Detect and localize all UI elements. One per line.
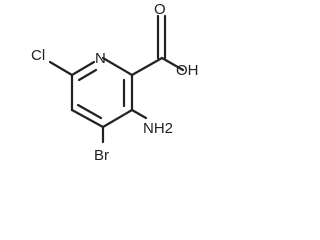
atom-label-o: O (154, 1, 166, 18)
atom-label-n: N (95, 50, 106, 67)
bond-c3-c4 (101, 108, 134, 129)
molecule-drawing: O OH N Cl NH2 Br (31, 1, 199, 164)
structure-diagram: O OH N Cl NH2 Br (0, 0, 206, 178)
bond-n-c2 (101, 56, 134, 77)
atom-label-nh2: NH2 (143, 120, 173, 137)
bond-c4-c5 (70, 108, 105, 129)
atom-label-cl: Cl (31, 47, 45, 64)
bond-c6-n (70, 60, 96, 77)
atom-label-br: Br (94, 147, 109, 164)
bond-c3-nh2 (130, 108, 148, 120)
atom-label-oh: OH (176, 62, 199, 79)
bond-c4-c5-inner (76, 103, 103, 120)
bond-c6-n-inner (77, 68, 98, 82)
bond-c2-carboxyl (130, 56, 164, 77)
bond-carboxyl-oh (160, 56, 185, 72)
bond-c6-cl (48, 60, 74, 77)
